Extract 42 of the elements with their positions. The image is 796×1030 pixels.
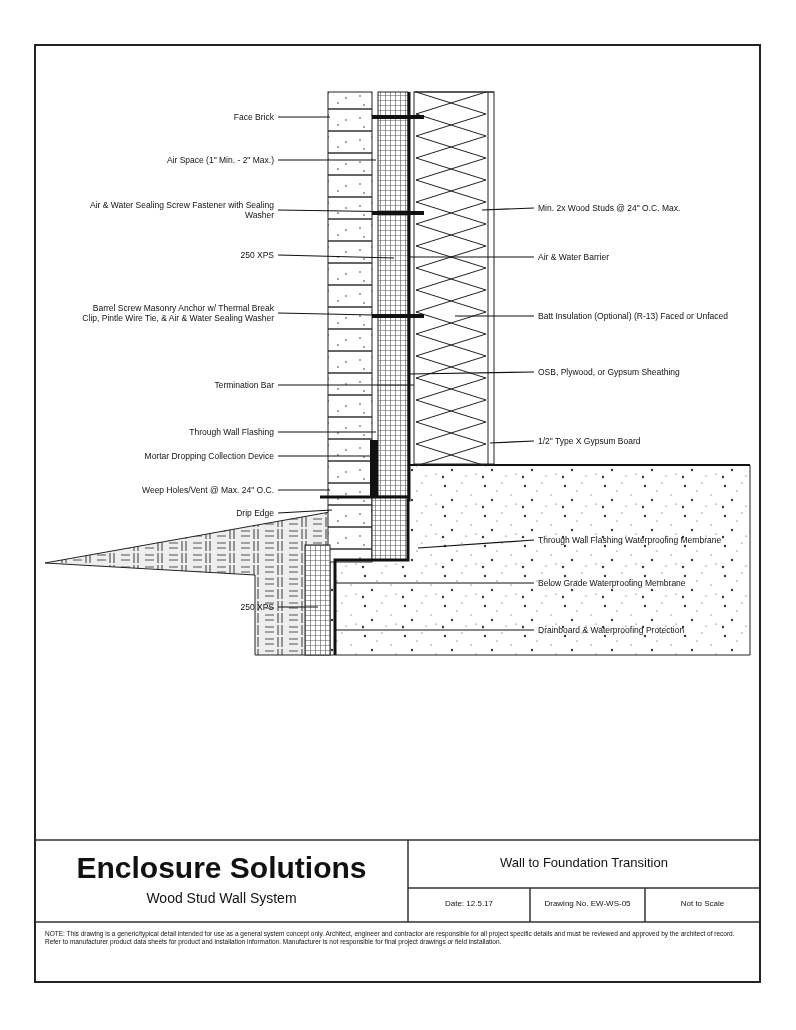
callout-label: Through Wall Flashing Waterproofing Membrane [538,535,738,545]
leader-line [277,455,373,457]
callout-label: Air & Water Barrier [538,252,738,262]
callout-label: Below Grade Waterproofing Membrane [538,578,738,588]
callout-label: Min. 2x Wood Studs @ 24" O.C. Max. [538,203,738,213]
callout-label: Drip Edge [74,508,274,518]
callout-label: Termination Bar [74,380,274,390]
callout-label: Air & Water Sealing Screw Fastener with Sealing Washer [74,200,274,220]
leader-line [277,254,395,259]
callout-label: Face Brick [74,112,274,122]
leader-line [417,539,535,549]
leader-line [277,509,333,514]
leader-line [489,440,535,444]
leader-line [277,606,319,608]
leader-line [335,582,535,584]
company-heading: Enclosure Solutions [75,850,368,886]
leader-line [277,384,415,386]
leader-line [409,256,535,258]
leader-line [454,315,535,317]
drawing-number: Drawing No. EW-WS-05 [543,899,632,909]
callout-label: Mortar Dropping Collection Device [74,451,274,461]
leader-line [335,629,535,631]
callout-label: OSB, Plywood, or Gypsum Sheathing [538,367,738,377]
callout-label: Barrel Screw Masonry Anchor w/ Thermal Break Clip, Pintle Wire Tie, & Air & Water Sealing Washer [74,303,274,323]
callout-label: Drainboard & Waterproofing Protection [538,625,738,635]
callout-label: 250 XPS [74,602,274,612]
callout-label: Through Wall Flashing [74,427,274,437]
drawing-title: Wall to Foundation Transition [499,855,669,871]
date-text: Date: 12.5.17 [443,899,494,909]
leader-line [409,371,535,375]
system-subtitle: Wood Stud Wall System [145,890,298,907]
leader-line [277,159,377,161]
scale-text: Not to Scale [679,899,726,909]
callout-label: Air Space (1" Min. - 2" Max.) [74,155,274,165]
leader-line [481,207,535,211]
callout-label: Weep Holes/Vent @ Max. 24" O.C. [74,485,274,495]
leader-line [277,431,377,433]
leader-line [277,489,331,491]
callout-label: Batt Insulation (Optional) (R-13) Faced or Unfaced [538,311,738,321]
leader-line [277,116,331,118]
callout-label: 1/2" Type X Gypsum Board [538,436,738,446]
callout-label: 250 XPS [74,250,274,260]
